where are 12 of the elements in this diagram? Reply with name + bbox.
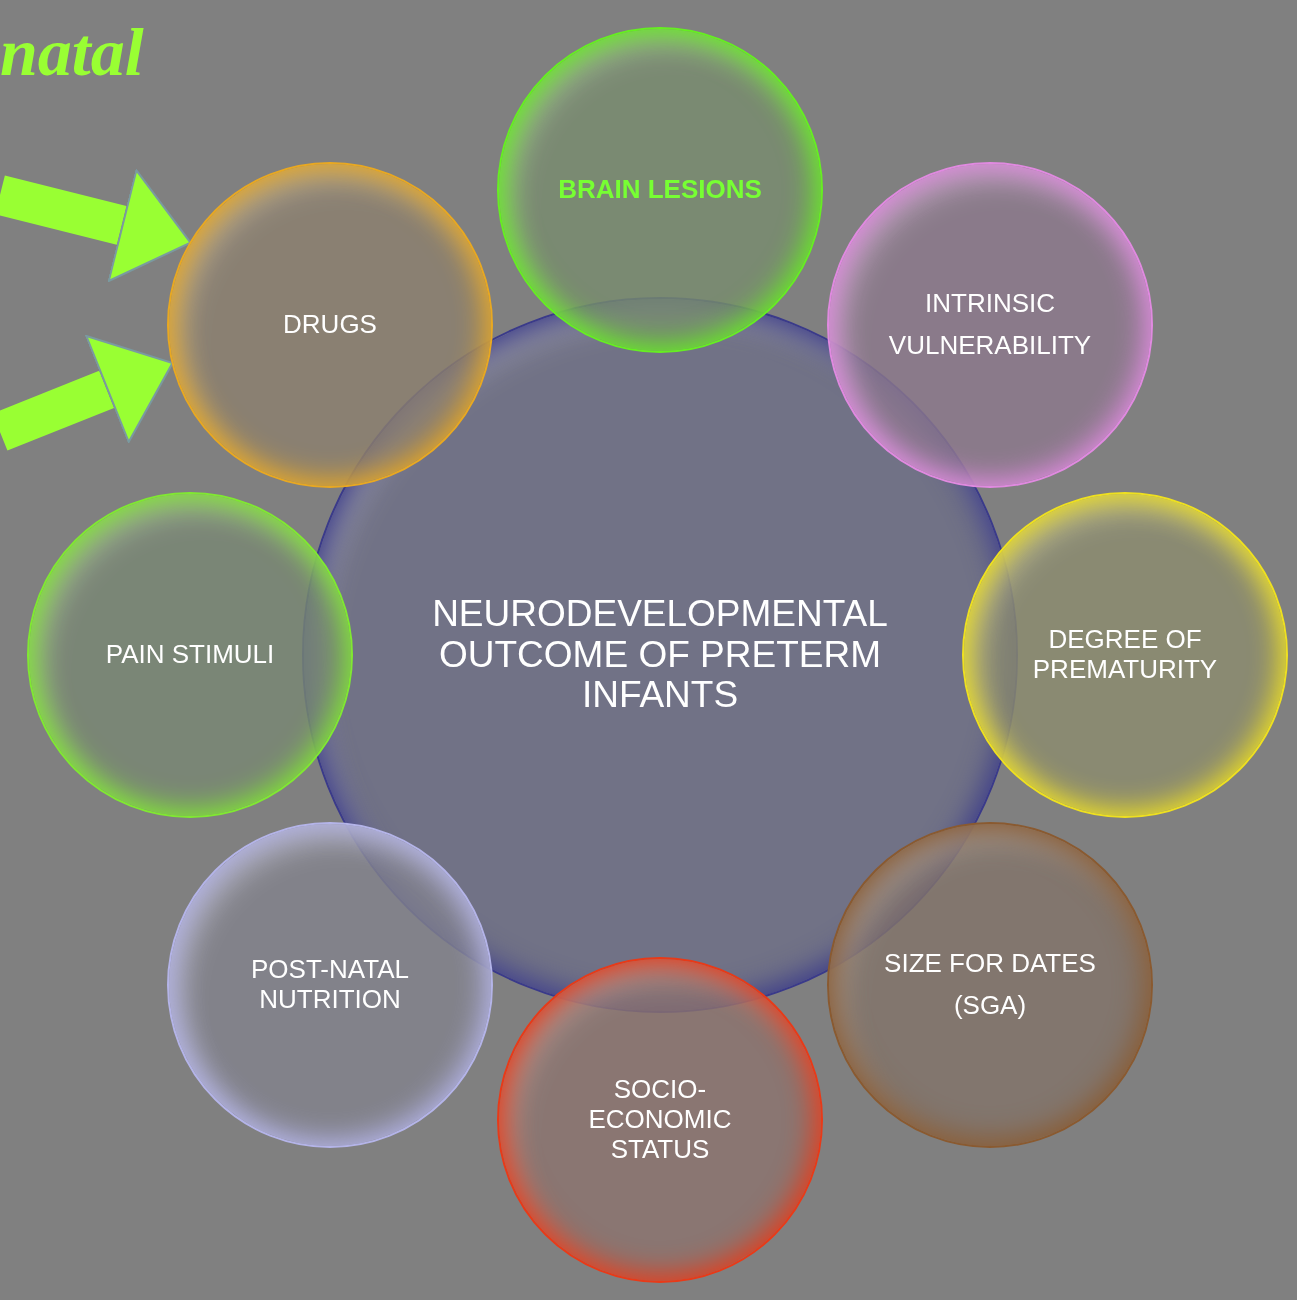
node-label: NEURODEVELOPMENTAL OUTCOME OF PRETERM INFANTS: [431, 593, 889, 717]
node-label: SOCIO-ECONOMIC STATUS: [587, 1075, 733, 1165]
node-label: SIZE FOR DATES (SGA): [883, 947, 1097, 1022]
node-label: BRAIN LESIONS: [558, 173, 762, 207]
node-label: DEGREE OF PREMATURITY: [1031, 625, 1219, 685]
node-label: DRUGS: [283, 308, 377, 342]
node-label: INTRINSIC VULNERABILITY: [887, 287, 1093, 362]
arrow: [0, 169, 192, 282]
arrow: [0, 335, 174, 451]
node-label: PAIN STIMULI: [105, 638, 275, 672]
node-label: POST-NATAL NUTRITION: [250, 955, 410, 1015]
title: natal: [0, 18, 144, 86]
